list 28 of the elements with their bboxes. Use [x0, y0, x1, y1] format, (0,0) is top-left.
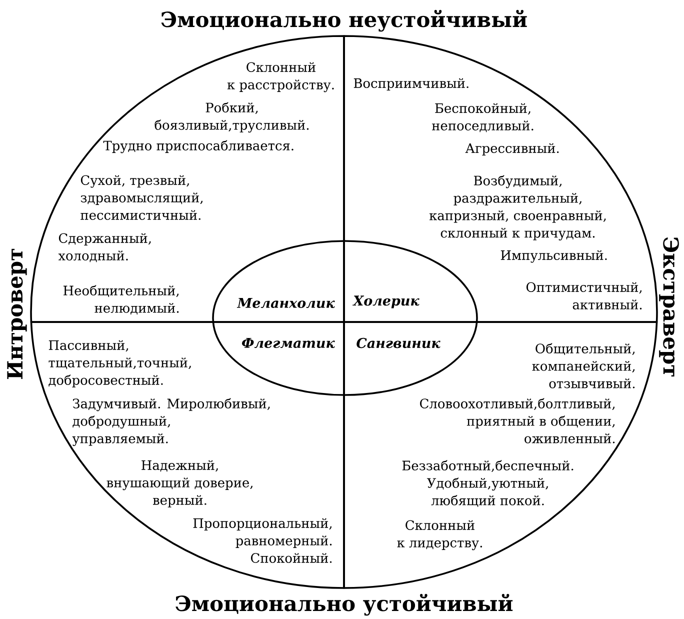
axis-label: Эмоционально неустойчивый	[161, 10, 527, 32]
trait-text: Пропорциональный, равномерный. Спокойный.	[193, 518, 332, 563]
temperament-label: Меланхолик	[236, 298, 335, 308]
axis-label: Интроверт	[7, 248, 27, 380]
trait-text: Возбудимый, раздражительный, капризный, своенравный, склонный к причудам.	[430, 175, 606, 240]
axis-label: Эмоционально устойчивый	[176, 594, 513, 616]
trait-text: Общительный, компанейский, отзывчивый.	[532, 343, 635, 388]
trait-text: Оптимистичный, активный.	[526, 282, 642, 310]
temperament-label: Сангвиник	[356, 338, 440, 348]
trait-text: Склонный к расстройству.	[227, 62, 334, 92]
temperament-label: Холерик	[352, 296, 420, 308]
trait-text: Восприимчивый.	[354, 78, 468, 91]
trait-text: Беззаботный,беспечный. Удобный,уютный, любящий покой.	[402, 460, 574, 507]
trait-text: Надежный, внушающий доверие, верный.	[106, 460, 252, 508]
trait-text: Импульсивный.	[500, 250, 607, 263]
trait-text: Склонный к лидерству.	[397, 520, 482, 550]
trait-text: Необщительный, нелюдимый.	[64, 285, 179, 314]
trait-text: Беспокойный, непоседливый.	[432, 103, 534, 132]
temperament-label: Флегматик	[242, 338, 335, 348]
trait-text: Пассивный, тщательный,точный, добросовестный.	[48, 340, 191, 388]
trait-text: Сдержанный, холодный.	[58, 233, 151, 262]
trait-text: Словоохотливый,болтливый, приятный в общении, оживленный.	[420, 398, 615, 444]
axis-label: Экстраверт	[659, 237, 679, 377]
trait-text: Трудно приспосабливается.	[103, 140, 294, 154]
trait-text: Агрессивный.	[465, 143, 559, 156]
trait-text: Сухой, трезвый, здравомыслящий, пессимистичный.	[80, 175, 203, 220]
trait-text: Робкий, боязливый,трусливый.	[154, 102, 309, 133]
trait-text: Задумчивый. Миролюбивый, добродушный, управляемый.	[72, 398, 270, 446]
